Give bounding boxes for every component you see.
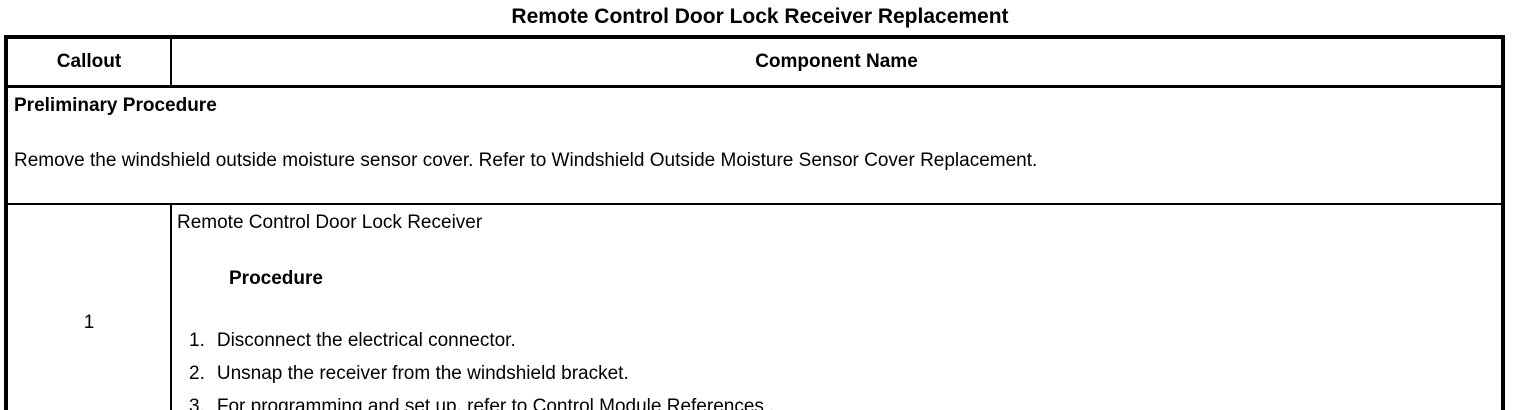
table-row: 1 Remote Control Door Lock Receiver Proc… [5, 203, 1504, 410]
component-column-header: Component Name [170, 36, 1504, 88]
step-text: For programming and set up, refer to Con… [216, 396, 775, 410]
preliminary-heading: Preliminary Procedure [14, 95, 217, 116]
page-title: Remote Control Door Lock Receiver Replac… [511, 5, 1009, 28]
step-number: 3. [189, 396, 205, 410]
procedure-table: Callout Component Name Preliminary Proce… [4, 35, 1505, 410]
step-item: 2. Unsnap the receiver from the windshie… [189, 363, 1495, 385]
step-item: 1. Disconnect the electrical connector. [189, 330, 1495, 352]
step-text: Disconnect the electrical connector. [216, 330, 516, 351]
preliminary-row: Preliminary Procedure Remove the windshi… [5, 85, 1504, 205]
step-item: 3. For programming and set up, refer to … [189, 396, 1495, 410]
procedure-heading: Procedure [229, 268, 323, 289]
procedure-steps: 1. Disconnect the electrical connector. … [189, 330, 1495, 410]
preliminary-text: Remove the windshield outside moisture s… [14, 150, 1038, 171]
preliminary-cell: Preliminary Procedure Remove the windshi… [5, 85, 1504, 205]
step-number: 1. [189, 330, 205, 351]
callout-column-header: Callout [5, 36, 172, 88]
component-name: Remote Control Door Lock Receiver [177, 212, 483, 233]
callout-cell: 1 [5, 203, 172, 410]
header-row: Callout Component Name [5, 36, 1504, 88]
step-text: Unsnap the receiver from the windshield … [216, 363, 629, 384]
component-cell: Remote Control Door Lock Receiver Proced… [170, 203, 1504, 410]
step-number: 2. [189, 363, 205, 384]
